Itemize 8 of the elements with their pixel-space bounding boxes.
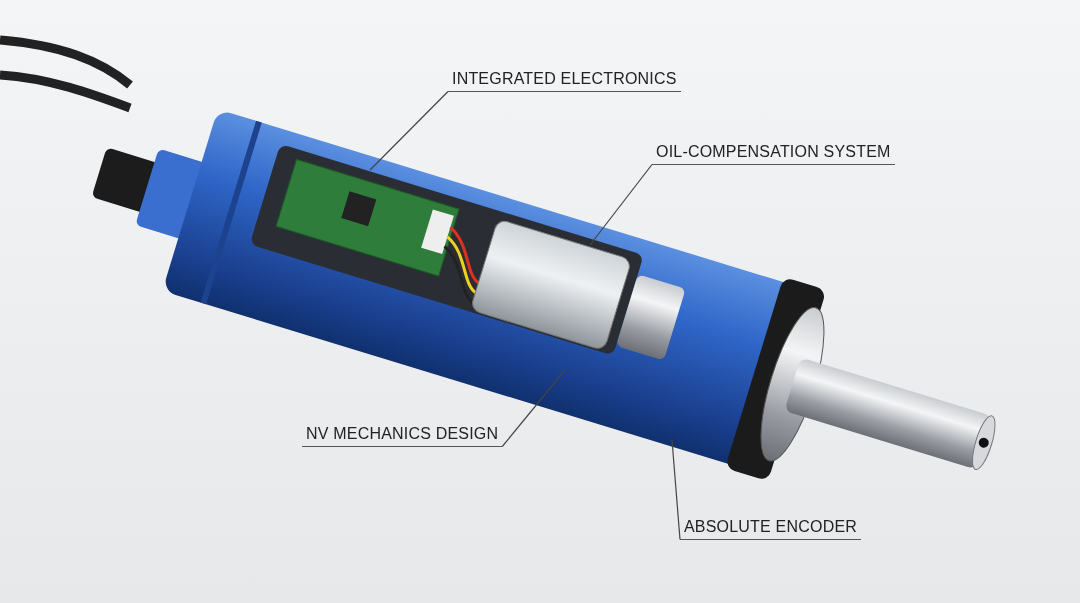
leader-line [501, 369, 566, 448]
part-label: NV MECHANICS DESIGN [302, 425, 503, 447]
leader-line [671, 439, 681, 541]
leader-line [589, 163, 653, 246]
part-label: OIL-COMPENSATION SYSTEM [652, 143, 895, 165]
leader-line [369, 90, 449, 171]
part-label: INTEGRATED ELECTRONICS [448, 70, 681, 92]
part-label: ABSOLUTE ENCODER [680, 518, 861, 540]
